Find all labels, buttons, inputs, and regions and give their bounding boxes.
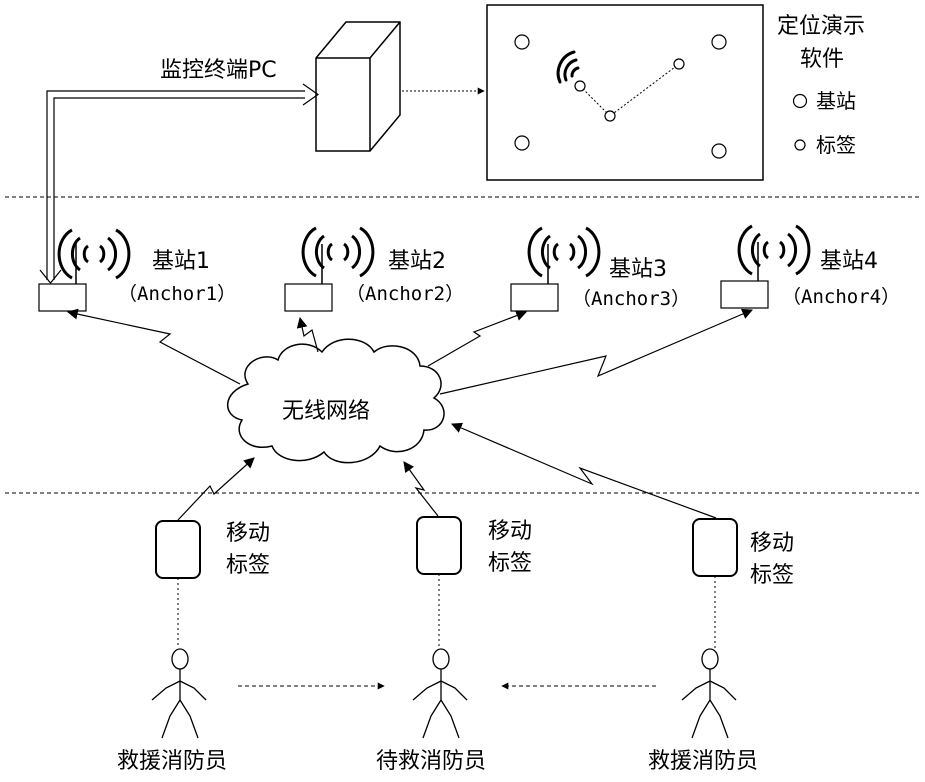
link-tag1-cloud [178, 458, 254, 520]
software-title-line2: 软件 [800, 47, 844, 72]
person-waiting [413, 649, 467, 738]
person-rescuer-right-label: 救援消防员 [648, 749, 758, 774]
mobile-tag-3 [693, 519, 737, 576]
mobile-tag-2-line2: 标签 [488, 551, 532, 576]
legend-anchor-icon [794, 95, 807, 108]
mobile-tag-1 [156, 521, 200, 578]
anchor-3-name: 基站3 [609, 257, 667, 282]
link-cloud-anchor1 [68, 312, 240, 384]
link-tag3-cloud [452, 424, 716, 518]
link-tag2-cloud [404, 462, 438, 516]
mobile-tag-2 [417, 517, 461, 574]
person-rescuer-left-label: 救援消防员 [117, 749, 227, 774]
software-window [487, 5, 763, 180]
mobile-tag-1-line2: 标签 [226, 553, 270, 578]
mobile-tag-2-line1: 移动 [488, 519, 532, 544]
software-title-line1: 定位演示 [777, 14, 865, 39]
anchor-1-sub: （Anchor1） [118, 283, 236, 305]
anchor-4-sub: （Anchor4） [782, 286, 900, 308]
anchor-4-name: 基站4 [820, 249, 878, 274]
legend-anchor-label: 基站 [816, 89, 856, 113]
anchor-1-name: 基站1 [152, 249, 210, 274]
mobile-tag-1-line1: 移动 [226, 521, 270, 546]
person-waiting-label: 待救消防员 [376, 749, 486, 774]
monitor-pc-label: 监控终端PC [160, 58, 277, 83]
screen-tag-2 [605, 111, 615, 121]
screen-tag-1 [575, 81, 585, 91]
anchor-2-name: 基站2 [388, 249, 446, 274]
legend-tag-icon [795, 140, 805, 150]
link-cloud-anchor4 [440, 310, 752, 394]
link-cloud-anchor3 [428, 312, 526, 366]
mobile-tag-3-line2: 标签 [750, 563, 794, 588]
mobile-tag-3-line1: 移动 [750, 531, 794, 556]
screen-tag-3 [674, 59, 684, 69]
legend-tag-label: 标签 [816, 133, 856, 157]
monitor-pc [316, 22, 400, 151]
anchor-2-sub: （Anchor2） [346, 283, 464, 305]
person-rescuer-left [152, 649, 206, 738]
network-label: 无线网络 [282, 399, 370, 424]
person-rescuer-right [682, 649, 736, 738]
anchor-1 [39, 229, 129, 311]
anchor-3-sub: （Anchor3） [572, 288, 690, 310]
